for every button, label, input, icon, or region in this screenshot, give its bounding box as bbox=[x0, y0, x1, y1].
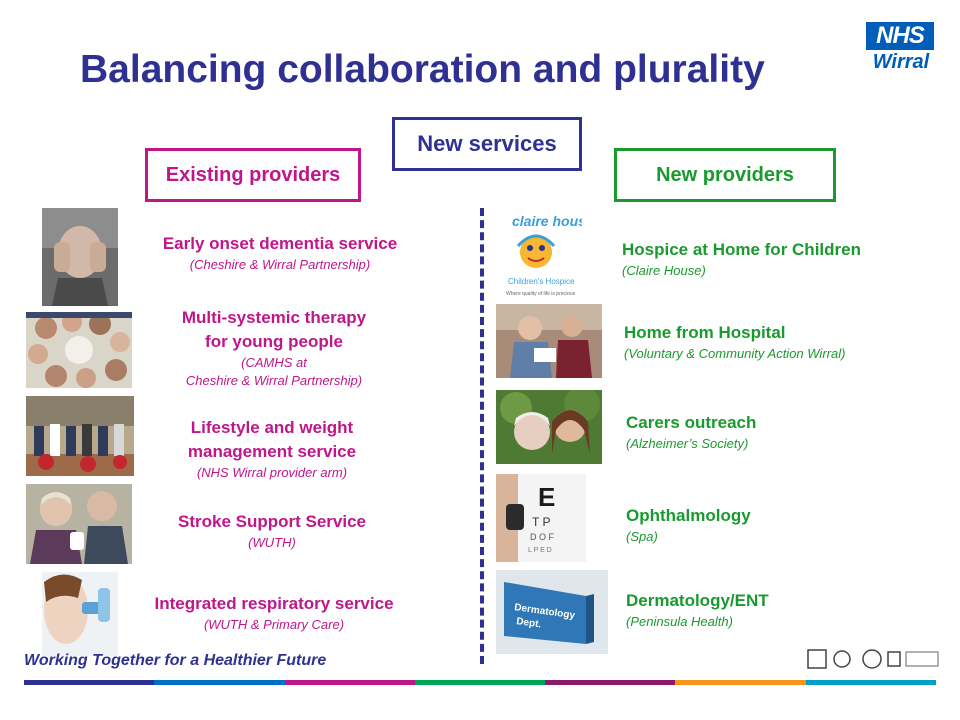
existing-item-provider: (WUTH) bbox=[248, 535, 296, 550]
existing-item-provider: (Cheshire & Wirral Partnership) bbox=[189, 257, 371, 272]
stripe-segment bbox=[154, 680, 285, 685]
eye-chart-photo: E T P D O F L P E D bbox=[496, 474, 586, 562]
gym-group-photo bbox=[26, 396, 134, 476]
slide-title: Balancing collaboration and plurality bbox=[80, 48, 765, 91]
accreditation-icon-4 bbox=[887, 651, 901, 667]
existing-item-provider: (CAMHS at bbox=[241, 355, 307, 370]
new-item-4: Ophthalmology (Spa) bbox=[626, 504, 751, 546]
dermatology-sign-line2: Dept. bbox=[516, 616, 543, 630]
stripe-segment bbox=[545, 680, 676, 685]
new-item-title: Dermatology/ENT bbox=[626, 591, 769, 610]
new-item-title: Carers outreach bbox=[626, 413, 757, 432]
claire-house-subtitle: Children's Hospice bbox=[508, 277, 575, 286]
existing-item-title: Multi-systemic therapy bbox=[181, 308, 367, 327]
svg-text:T P: T P bbox=[532, 515, 550, 529]
new-item-provider: (Voluntary & Community Action Wirral) bbox=[624, 346, 846, 361]
stripe-segment bbox=[284, 680, 415, 685]
existing-item-3: Lifestyle and weight management service … bbox=[112, 416, 432, 482]
existing-item-title: Lifestyle and weight bbox=[190, 418, 354, 437]
stripe-segment bbox=[24, 680, 155, 685]
existing-item-title: Stroke Support Service bbox=[177, 512, 366, 531]
nhs-wirral-logo: NHS Wirral bbox=[866, 22, 936, 74]
stripe-segment bbox=[675, 680, 806, 685]
existing-item-1: Early onset dementia service (Cheshire &… bbox=[120, 232, 440, 274]
existing-item-title: for young people bbox=[205, 332, 343, 351]
accreditation-icon-2 bbox=[833, 650, 851, 668]
stripe-segment bbox=[414, 680, 546, 685]
existing-item-provider: (NHS Wirral provider arm) bbox=[196, 465, 348, 480]
claire-house-tagline: Where quality of life is precious bbox=[506, 291, 576, 297]
new-services-heading: New services bbox=[392, 117, 582, 171]
new-item-provider: (Spa) bbox=[626, 529, 658, 544]
new-providers-heading: New providers bbox=[614, 148, 836, 202]
new-item-5: Dermatology/ENT (Peninsula Health) bbox=[626, 589, 769, 631]
dermatology-sign-photo: Dermatology Dept. bbox=[496, 570, 608, 654]
existing-item-2: Multi-systemic therapy for young people … bbox=[114, 306, 434, 390]
existing-item-title: Early onset dementia service bbox=[162, 234, 398, 253]
existing-item-provider: Cheshire & Wirral Partnership) bbox=[185, 373, 363, 388]
svg-text:D O F: D O F bbox=[530, 532, 555, 542]
elderly-woman-photo bbox=[42, 208, 118, 306]
center-divider bbox=[480, 208, 484, 664]
existing-item-title: management service bbox=[187, 442, 357, 461]
new-item-1: Hospice at Home for Children (Claire Hou… bbox=[622, 238, 861, 280]
nhs-logo-wirral: Wirral bbox=[872, 51, 930, 73]
stripe-segment bbox=[805, 680, 936, 685]
new-item-2: Home from Hospital (Voluntary & Communit… bbox=[624, 321, 845, 363]
carer-photo bbox=[496, 390, 602, 464]
new-item-provider: (Peninsula Health) bbox=[626, 614, 733, 629]
claire-house-wordmark: claire house bbox=[512, 213, 582, 229]
new-item-title: Hospice at Home for Children bbox=[622, 240, 861, 259]
existing-item-4: Stroke Support Service (WUTH) bbox=[112, 510, 432, 552]
accreditation-icon-3 bbox=[862, 649, 882, 669]
new-item-provider: (Claire House) bbox=[622, 263, 706, 278]
svg-text:L P E D: L P E D bbox=[528, 547, 552, 554]
elderly-couple-photo bbox=[26, 484, 132, 564]
svg-text:E: E bbox=[538, 482, 555, 512]
existing-item-title: Integrated respiratory service bbox=[154, 594, 394, 613]
existing-providers-heading: Existing providers bbox=[145, 148, 361, 202]
new-item-provider: (Alzheimer’s Society) bbox=[626, 436, 749, 451]
accreditation-icon-1 bbox=[807, 649, 827, 669]
new-item-3: Carers outreach (Alzheimer’s Society) bbox=[626, 411, 756, 453]
new-item-title: Home from Hospital bbox=[624, 323, 786, 342]
inhaler-photo bbox=[42, 572, 118, 656]
nhs-logo-box: NHS bbox=[866, 22, 934, 50]
footer-accreditation-logos bbox=[806, 648, 940, 672]
footer-slogan: Working Together for a Healthier Future bbox=[24, 652, 327, 669]
new-item-title: Ophthalmology bbox=[626, 506, 751, 525]
claire-house-logo: claire house Children's Hospice Where qu… bbox=[498, 206, 582, 298]
footer-color-stripe bbox=[24, 680, 936, 685]
home-visit-photo bbox=[496, 304, 602, 378]
young-people-circle-photo bbox=[26, 312, 132, 388]
existing-item-5: Integrated respiratory service (WUTH & P… bbox=[114, 592, 434, 634]
accreditation-icon-5 bbox=[905, 651, 939, 667]
existing-item-provider: (WUTH & Primary Care) bbox=[203, 617, 345, 632]
